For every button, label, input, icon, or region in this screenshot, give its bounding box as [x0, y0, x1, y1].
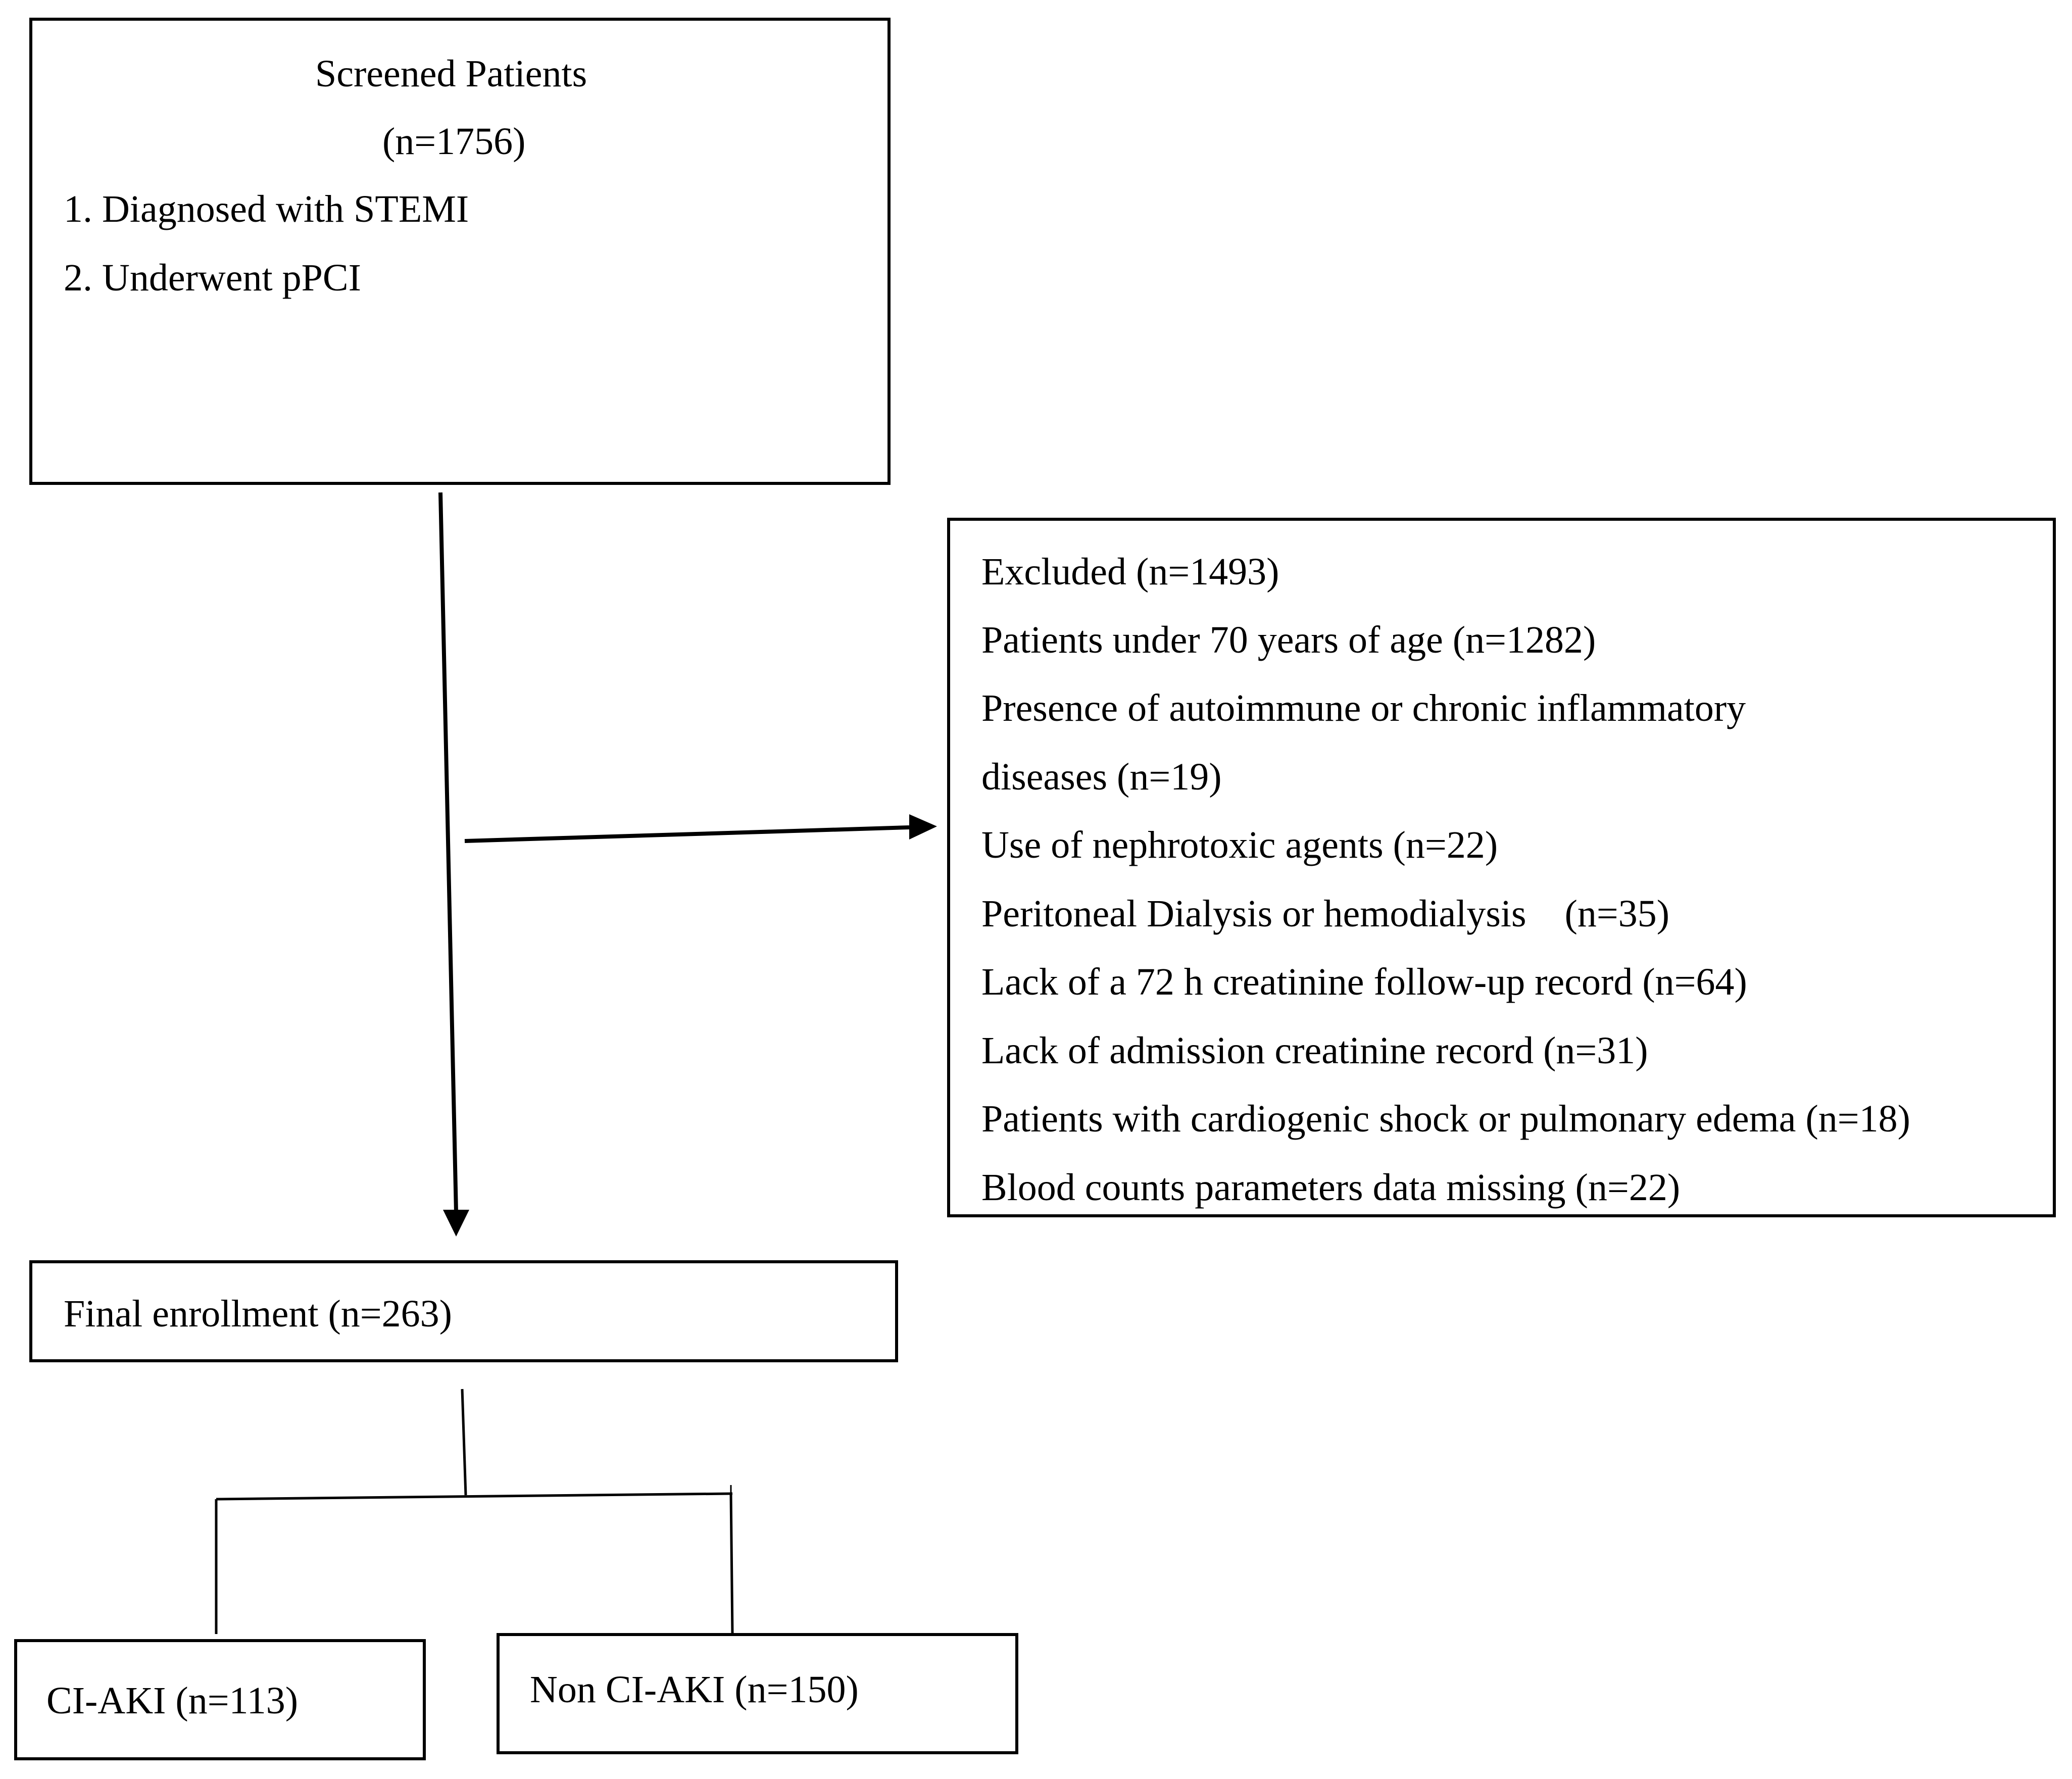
excluded-line: Use of nephrotoxic agents (n=22) — [981, 824, 1498, 866]
ci-aki-label: CI-AKI (n=113) — [46, 1679, 299, 1722]
screened-title: Screened Patients — [315, 53, 587, 95]
split-bar — [216, 1492, 733, 1501]
excluded-line: Lack of admission creatinine record (n=3… — [981, 1029, 1648, 1072]
final-enrollment-box: Final enrollment (n=263) — [29, 1260, 898, 1362]
criterion-2: 2. Underwent pPCI — [64, 257, 361, 299]
excluded-line: Lack of a 72 h creatinine follow-up reco… — [981, 961, 1747, 1003]
excluded-line: Excluded (n=1493) — [981, 551, 1279, 593]
ci-aki-box: CI-AKI (n=113) — [14, 1639, 426, 1760]
split-stem — [461, 1389, 467, 1496]
final-enrollment-label: Final enrollment (n=263) — [64, 1293, 452, 1335]
screened-count: (n=1756) — [382, 120, 526, 163]
exclusion-arrowhead — [909, 814, 937, 839]
non-ci-aki-label: Non CI-AKI (n=150) — [530, 1668, 859, 1711]
branch-right — [729, 1493, 734, 1635]
excluded-line: Patients with cardiogenic shock or pulmo… — [981, 1098, 1910, 1140]
main-down-arrow — [438, 492, 458, 1213]
main-down-arrowhead — [443, 1210, 469, 1237]
excluded-line: Blood counts parameters data missing (n=… — [981, 1166, 1681, 1209]
screened-patients-box: Screened Patients (n=1756) 1. Diagnosed … — [29, 18, 891, 485]
excluded-box: Excluded (n=1493) Patients under 70 year… — [947, 518, 2056, 1217]
excluded-line: Peritoneal Dialysis or hemodialysis (n=3… — [981, 893, 1670, 935]
exclusion-arrow — [464, 825, 910, 843]
excluded-line: diseases (n=19) — [981, 756, 1222, 798]
excluded-line: Patients under 70 years of age (n=1282) — [981, 619, 1596, 661]
non-ci-aki-box: Non CI-AKI (n=150) — [497, 1633, 1018, 1754]
criterion-1: 1. Diagnosed with STEMI — [64, 188, 469, 230]
excluded-line: Presence of autoimmune or chronic inflam… — [981, 687, 1746, 729]
